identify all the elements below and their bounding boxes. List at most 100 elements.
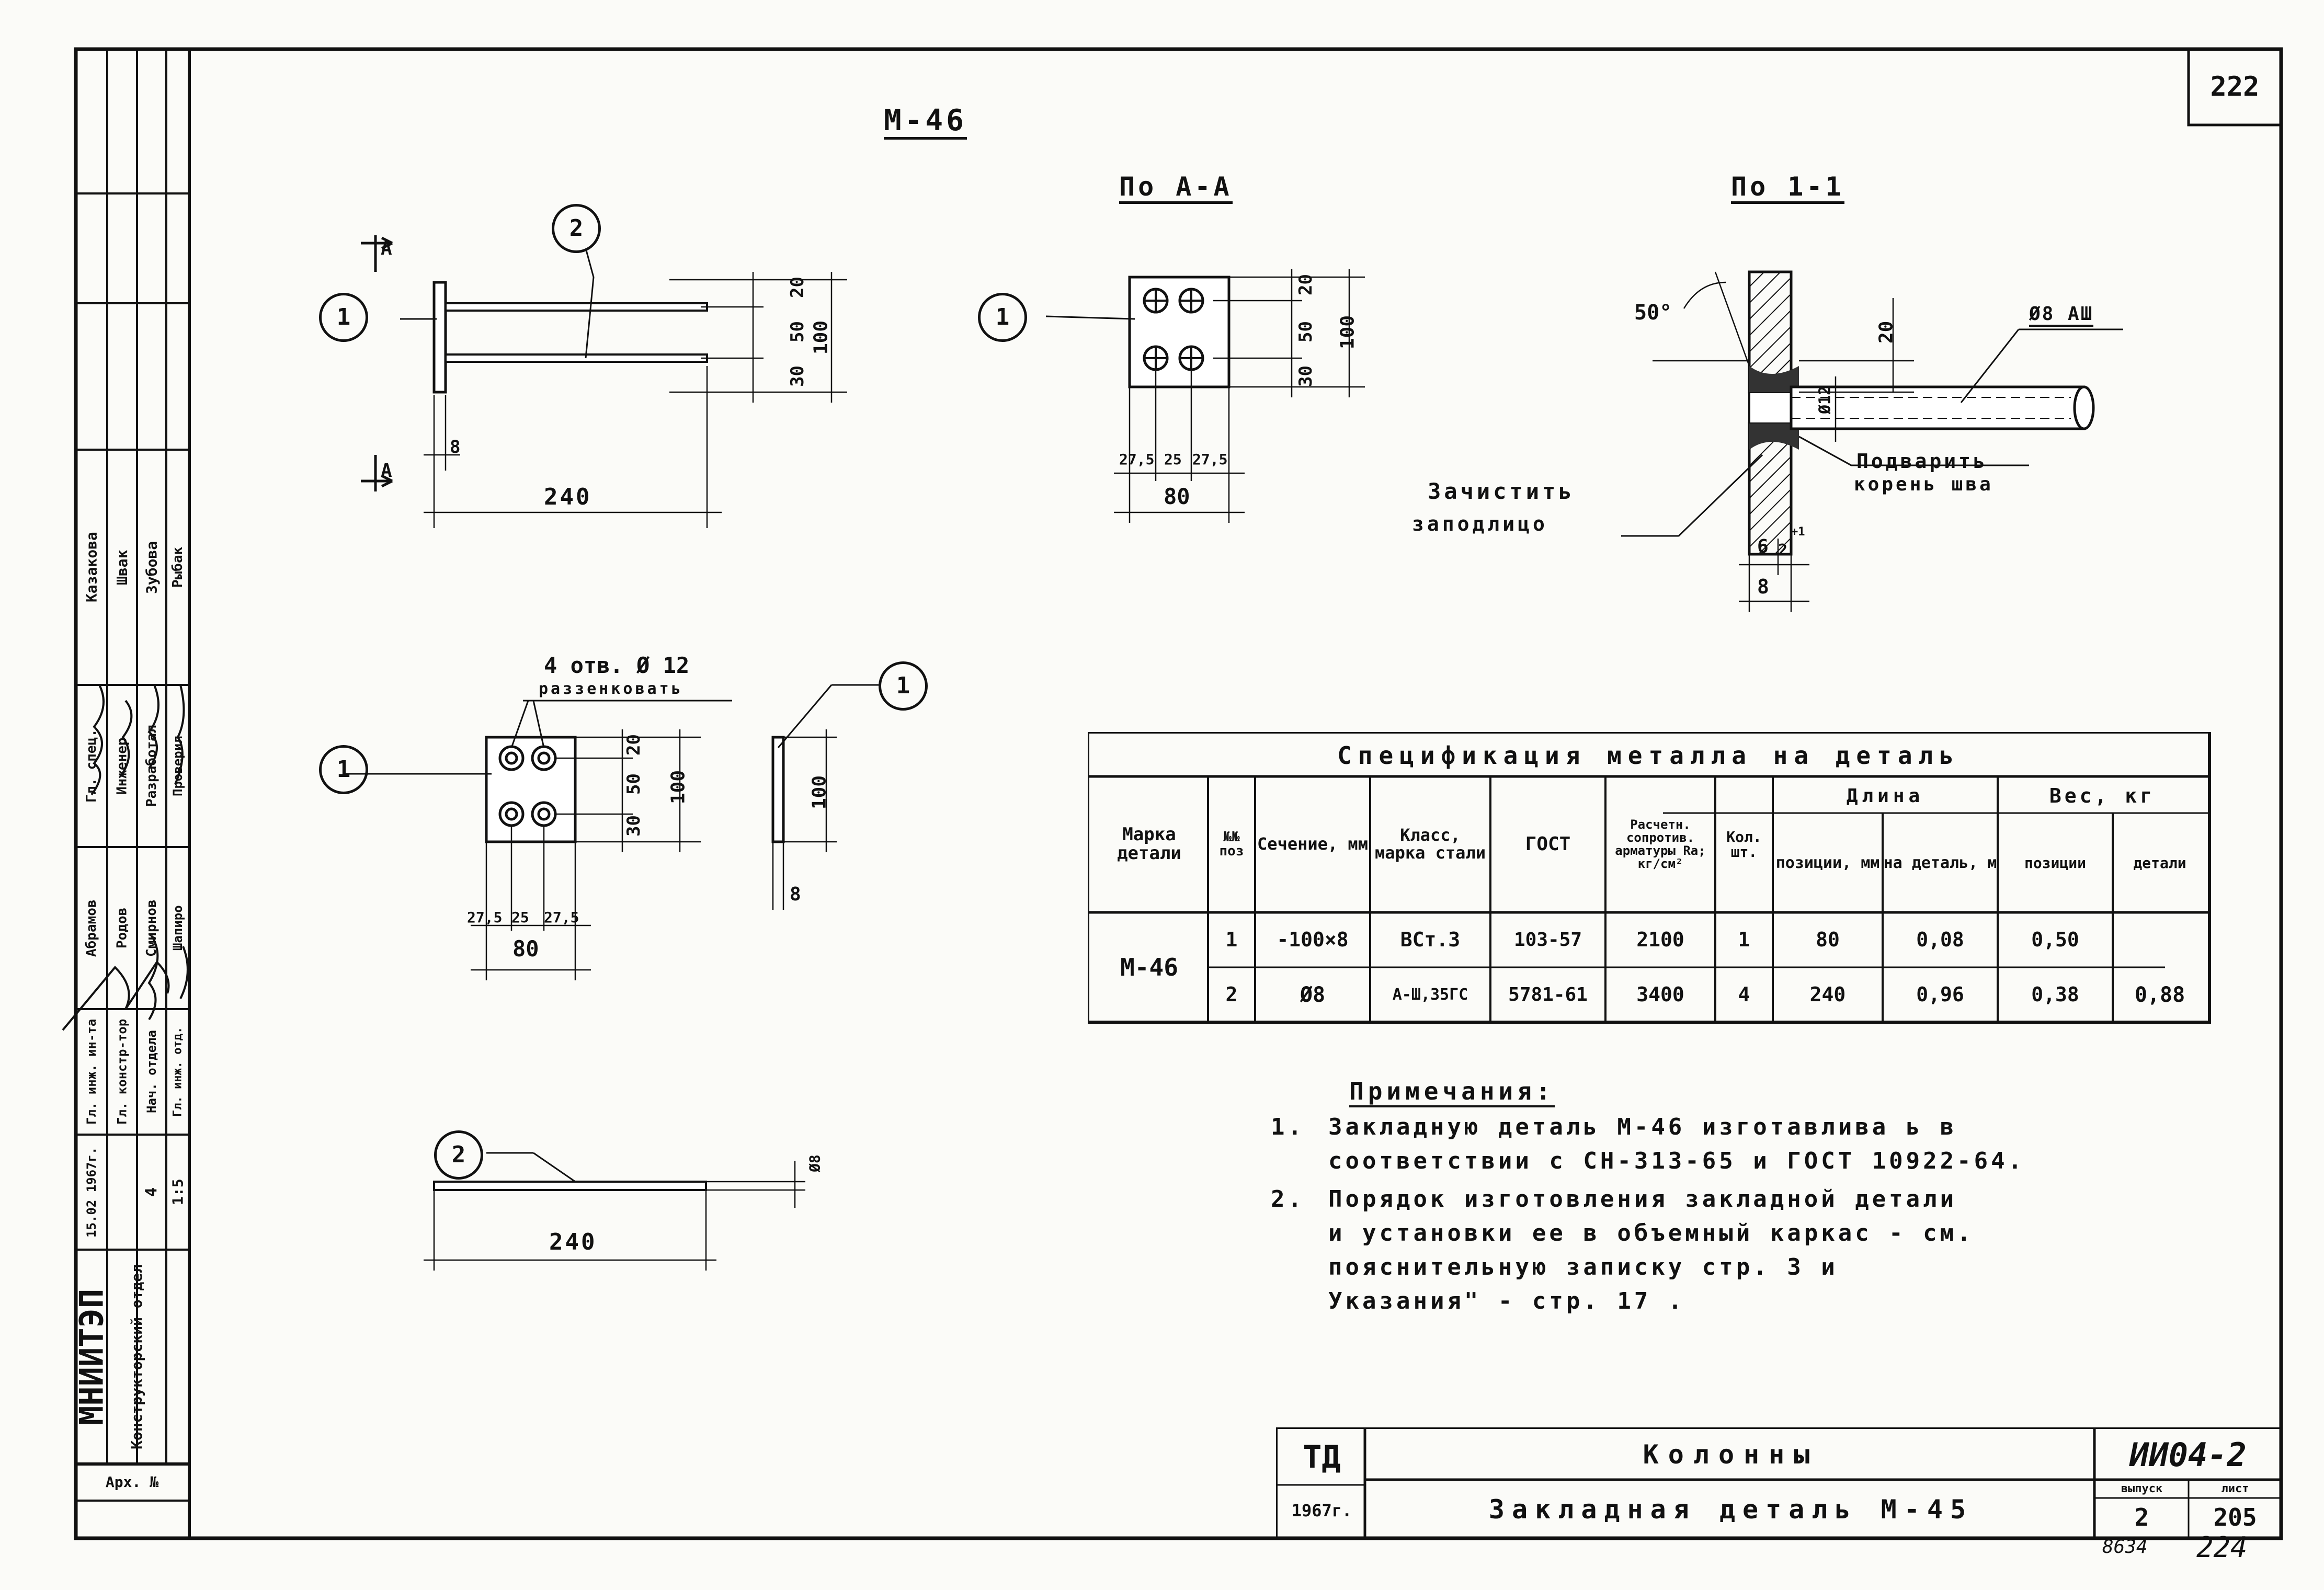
th-mark: Марка детали xyxy=(1117,824,1181,864)
td-gost: 103-57 xyxy=(1513,929,1582,951)
weld-note-clean: Зачистить xyxy=(1428,478,1575,504)
dim-240: 240 xyxy=(544,484,592,510)
callout-1: 1 xyxy=(319,745,368,794)
title-series: ИИ04-2 xyxy=(2129,1435,2247,1474)
title-td: ТД xyxy=(1303,1439,1341,1475)
bar-view xyxy=(424,1152,805,1271)
dim-d12: Ø12 xyxy=(1816,385,1835,415)
callout-1: 1 xyxy=(319,293,368,342)
th-weight: Вес, кг xyxy=(2049,784,2156,807)
section-marker-a: А xyxy=(381,460,392,482)
note-line: соответствии с СН-313-65 и ГОСТ 10922-64… xyxy=(1328,1148,2025,1174)
dim-8: 8 xyxy=(790,884,801,905)
th-length: Длина xyxy=(1846,785,1924,807)
th-gost: ГОСТ xyxy=(1525,833,1571,855)
dim-27-5: 27,5 xyxy=(544,909,579,926)
td-len-det: 0,08 xyxy=(1916,928,1964,952)
th-weight-pos: позиции xyxy=(2024,854,2086,872)
td-gost: 5781-61 xyxy=(1508,984,1588,1006)
dim-100: 100 xyxy=(667,770,689,804)
bar-label: Ø8 АШ xyxy=(2029,303,2094,327)
view-title-11: По 1-1 xyxy=(1731,173,1844,204)
stamp-name: Швак xyxy=(113,550,131,585)
handwritten-sheet: 224 xyxy=(2196,1531,2248,1564)
dim-27-5: 27,5 xyxy=(1119,451,1155,468)
td-mark: М-46 xyxy=(1120,953,1178,982)
td-w-pos: 0,38 xyxy=(2031,983,2079,1006)
td-pos: 1 xyxy=(1225,928,1238,952)
note-line: и установки ее в объемный каркас - см. xyxy=(1328,1220,1974,1246)
th-length-det: на деталь, м xyxy=(1883,853,1997,872)
section-marker-a: А xyxy=(381,238,392,259)
note-line: Порядок изготовления закладной детали xyxy=(1328,1186,1957,1212)
elevation-view xyxy=(361,235,847,528)
stamp-dept: Конструкторский отдел xyxy=(128,1264,145,1450)
td-section: Ø8 xyxy=(1300,983,1326,1007)
note-line: Указания" - стр. 17 . xyxy=(1328,1288,1685,1314)
dim-100: 100 xyxy=(808,775,830,809)
dim-50: 50 xyxy=(623,773,644,795)
note-line: Закладную деталь М-46 изготавлива ь в xyxy=(1328,1114,1957,1140)
th-pos: №№ поз xyxy=(1219,829,1244,859)
title-top: Колонны xyxy=(1643,1439,1819,1470)
dim-50-deg: 50° xyxy=(1634,301,1672,325)
view-title-aa: По А-А xyxy=(1119,173,1233,204)
dim-8: 8 xyxy=(1757,575,1769,598)
td-total-weight: 0,88 xyxy=(2134,983,2185,1007)
dim-50: 50 xyxy=(1295,321,1316,343)
dim-27-5: 27,5 xyxy=(1192,451,1228,468)
td-len-pos: 80 xyxy=(1816,928,1840,952)
stamp-date: 15.02 1967г. xyxy=(84,1147,99,1238)
dim-20: 20 xyxy=(787,277,808,299)
note-line: пояснительную записку стр. 3 и xyxy=(1328,1254,1838,1280)
td-pos: 2 xyxy=(1225,983,1238,1006)
section-aa-view xyxy=(1045,269,1365,523)
plate-side-view xyxy=(771,684,879,910)
dim-20: 20 xyxy=(1875,321,1897,344)
dim-30: 30 xyxy=(787,365,808,387)
callout-1: 1 xyxy=(879,661,928,711)
stamp-name: Зубова xyxy=(143,541,161,594)
th-weight-det: детали xyxy=(2133,854,2186,872)
stamp-scale: 1:5 xyxy=(169,1179,187,1206)
td-len-pos: 240 xyxy=(1809,983,1846,1006)
weld-note-flush: заподлицо xyxy=(1412,512,1548,535)
dim-tolerance: +1 xyxy=(1791,525,1805,539)
td-steel: А-Ш,35ГС xyxy=(1392,986,1468,1004)
title-bottom: Закладная деталь М-45 xyxy=(1488,1494,1974,1525)
th-section: Сечение, мм xyxy=(1257,834,1368,854)
dim-100: 100 xyxy=(810,320,832,354)
note-number: 2. xyxy=(1271,1186,1305,1212)
stamp-name: Рыбак xyxy=(170,546,186,588)
stamp-org: МНИИТЭП xyxy=(72,1288,111,1425)
section-11-view xyxy=(1621,270,2123,612)
note-number: 1. xyxy=(1271,1114,1305,1140)
dim-20: 20 xyxy=(623,734,644,756)
plate-view xyxy=(345,700,732,980)
dim-27-5: 27,5 xyxy=(467,909,503,926)
spec-table-grid xyxy=(1088,732,2211,1024)
dim-50: 50 xyxy=(787,321,808,343)
dim-100: 100 xyxy=(1337,315,1359,349)
td-qty: 1 xyxy=(1738,928,1750,952)
callout-2: 2 xyxy=(434,1130,483,1180)
issue-number: 2 xyxy=(2134,1503,2149,1531)
dim-8: 8 xyxy=(450,437,461,457)
th-length-pos: позиции, мм xyxy=(1775,853,1880,872)
td-len-det: 0,96 xyxy=(1916,983,1964,1006)
weld-note-seam: корень шва xyxy=(1854,474,1993,495)
dim-25: 25 xyxy=(1164,451,1182,468)
holes-countersink: раззенковать xyxy=(539,680,683,698)
stamp-sheet-no: 4 xyxy=(142,1187,161,1197)
dim-30: 30 xyxy=(1295,365,1316,387)
th-resist: Расчетн. сопротив. арматуры Rа; кг/см² xyxy=(1615,817,1706,872)
page-number: 222 xyxy=(2210,71,2260,103)
td-w-pos: 0,50 xyxy=(2031,928,2079,952)
title-year: 1967г. xyxy=(1291,1500,1352,1520)
th-qty: Кол. шт. xyxy=(1726,828,1762,861)
stamp-arch: Арх. № xyxy=(105,1473,159,1491)
dim-6: 6 xyxy=(1757,536,1769,557)
issue-label: выпуск xyxy=(2121,1482,2163,1496)
callout-2: 2 xyxy=(552,204,601,253)
